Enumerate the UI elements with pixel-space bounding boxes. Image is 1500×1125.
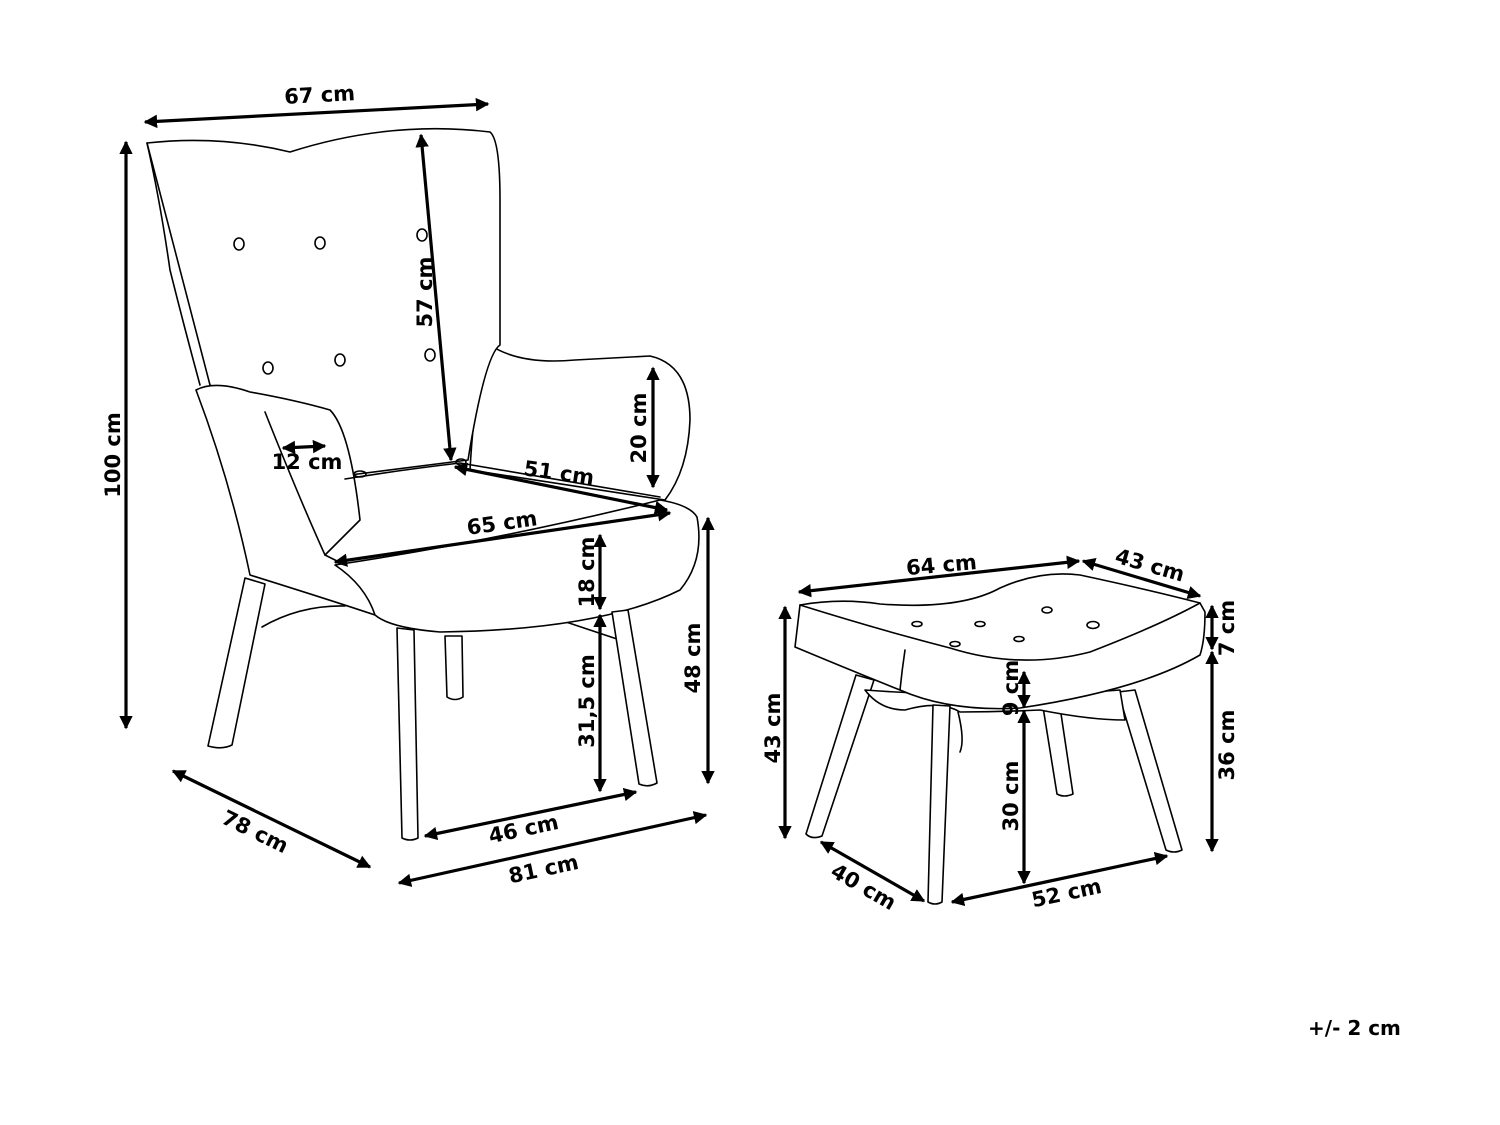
stool-cushion: [794, 573, 1206, 710]
tolerance-note: +/- 2 cm: [1308, 1016, 1401, 1040]
chair-dimension-labels: 67 cm 100 cm 57 cm 20 cm 12 cm 51 cm 65 …: [101, 81, 705, 888]
stool-back-right-leg: [1042, 706, 1074, 797]
stool-front-right-leg: [1117, 689, 1183, 853]
label-stool-leg-width-spread: 52 cm: [1029, 874, 1103, 912]
label-stool-width: 64 cm: [905, 550, 978, 580]
label-leg-height: 31,5 cm: [575, 654, 599, 747]
chair-front-left-leg: [396, 627, 419, 841]
stool-dimension-lines: [778, 555, 1219, 907]
label-stool-leg-height: 30 cm: [999, 761, 1023, 832]
label-stool-base-height: 36 cm: [1215, 710, 1239, 781]
stool-tufting-buttons: [911, 606, 1100, 648]
label-stool-cushion-thickness: 7 cm: [1215, 600, 1239, 656]
stool-front-left-leg: [927, 704, 951, 905]
chair-back-left-leg: [207, 577, 266, 749]
chair-left-arm: [195, 384, 376, 616]
label-seat-height: 48 cm: [681, 623, 705, 694]
chair-dimension-lines: [119, 97, 715, 887]
armchair-drawing: 67 cm 100 cm 57 cm 20 cm 12 cm 51 cm 65 …: [101, 81, 715, 888]
chair-back-mid-leg: [444, 635, 464, 701]
label-armrest-height: 20 cm: [627, 393, 651, 464]
label-seat-cushion-thickness: 18 cm: [575, 537, 599, 608]
stool-back-left-leg: [805, 674, 875, 839]
label-overall-width: 67 cm: [284, 81, 356, 109]
label-backrest-height: 57 cm: [413, 257, 437, 328]
label-stool-frame-height: 9 cm: [999, 660, 1023, 716]
chair-front-right-leg: [611, 609, 658, 787]
label-overall-height: 100 cm: [101, 412, 125, 497]
label-overall-depth: 78 cm: [218, 805, 292, 858]
label-armrest-width: 12 cm: [272, 450, 343, 474]
stool-dimension-labels: 64 cm 43 cm 43 cm 7 cm 36 cm 9 cm 30 cm …: [761, 544, 1239, 915]
footstool-drawing: 64 cm 43 cm 43 cm 7 cm 36 cm 9 cm 30 cm …: [761, 544, 1239, 915]
label-stool-height: 43 cm: [761, 693, 785, 764]
